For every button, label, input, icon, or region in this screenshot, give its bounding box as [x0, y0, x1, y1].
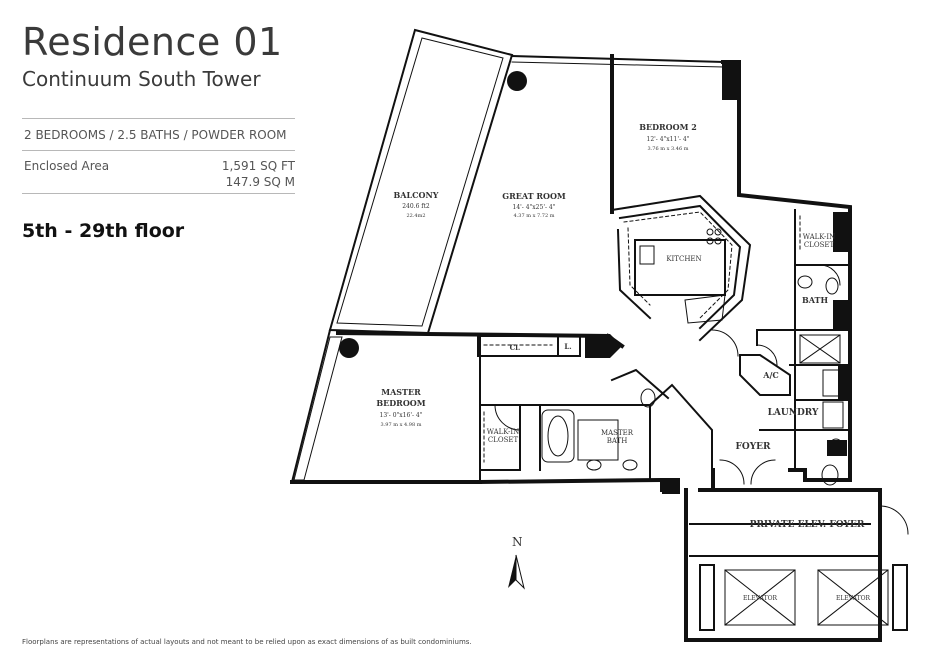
structural-columns: [339, 60, 850, 494]
closet-rods: [483, 211, 801, 463]
bedroom2-dim-imperial: 12'- 4"x11'- 4": [647, 136, 690, 143]
walkin-closet-right-label-2: CLOSET: [804, 241, 835, 249]
divider: [22, 118, 295, 119]
balcony-label: BALCONY: [394, 190, 439, 200]
configuration-text: 2 BEDROOMS / 2.5 BATHS / POWDER ROOM: [24, 128, 287, 142]
ac-label: A/C: [762, 370, 779, 380]
master-bedroom-dim-metric: 3.97 m x 4.98 m: [381, 422, 422, 428]
walkin-closet-right-label-1: WALK-IN: [803, 233, 836, 241]
north-arrow: N: [508, 535, 525, 590]
balcony-dim-imperial: 240.6 ft2: [402, 203, 430, 210]
master-bedroom-label-1: MASTER: [381, 387, 421, 397]
private-foyer-label: PRIVATE ELEV. FOYER: [750, 520, 865, 530]
closet-l-label: L.: [564, 342, 571, 351]
master-bath-label-1: MASTER: [601, 429, 634, 437]
elevator-1-label: ELEVATOR: [743, 595, 778, 602]
area-sqm: 147.9 SQ M: [225, 175, 295, 189]
floor-range: 5th - 29th floor: [22, 220, 185, 242]
door-swings: [494, 264, 909, 535]
elevator-shafts: [699, 564, 908, 631]
tower-subtitle: Continuum South Tower: [22, 67, 261, 91]
compass-label: N: [512, 535, 523, 549]
bath-label: BATH: [802, 295, 828, 305]
laundry-label: LAUNDRY: [768, 408, 819, 418]
interior-walls: [477, 194, 881, 557]
kitchen-label: KITCHEN: [666, 255, 701, 263]
great-room-label: GREAT ROOM: [502, 191, 566, 201]
bedroom2-dim-metric: 3.76 m x 3.46 m: [648, 146, 689, 152]
area-sqft: 1,591 SQ FT: [221, 159, 295, 173]
balcony-dim-metric: 22.4m2: [406, 213, 425, 219]
bath-fixtures: [541, 275, 844, 486]
master-bedroom-label-2: BEDROOM: [376, 398, 425, 408]
walkin-closet-left-label-1: WALK-IN: [487, 428, 520, 436]
great-room-dim-imperial: 14'- 4"x25'- 4": [513, 204, 556, 211]
area-label: Enclosed Area: [24, 159, 110, 173]
divider: [22, 193, 295, 194]
walkin-closet-left-label-2: CLOSET: [488, 436, 519, 444]
exterior-windows: [510, 54, 725, 68]
residence-title: Residence 01: [22, 20, 283, 64]
kitchen-fixtures: [639, 228, 726, 324]
great-room-dim-metric: 4.37 m x 7.72 m: [514, 213, 555, 219]
foyer-label: FOYER: [736, 442, 772, 452]
closet-cl-label: Cl.: [510, 343, 521, 352]
disclaimer-text: Floorplans are representations of actual…: [22, 638, 472, 646]
bedroom2-label: BEDROOM 2: [639, 122, 697, 132]
divider: [22, 150, 295, 151]
master-bath-label-2: BATH: [607, 437, 628, 445]
elevator-2-label: ELEVATOR: [836, 595, 871, 602]
master-bedroom-dim-imperial: 13'- 0"x16'- 4": [380, 412, 423, 419]
